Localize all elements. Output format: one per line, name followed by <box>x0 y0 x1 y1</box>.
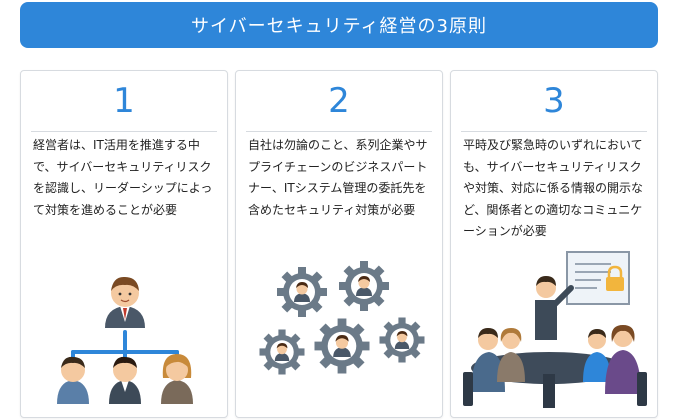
gear-icon <box>314 318 370 374</box>
member-person-icon <box>161 354 193 404</box>
member-person-icon <box>57 356 89 404</box>
member-person-icon <box>109 356 141 404</box>
attendee-person-icon <box>471 328 505 392</box>
divider <box>461 131 647 132</box>
leader-hierarchy-illustration <box>57 276 193 404</box>
attendee-person-icon <box>583 329 611 382</box>
meeting-presentation-illustration <box>463 251 647 408</box>
attendee-person-icon <box>497 328 525 382</box>
principle-text: 経営者は、IT活用を推進する中で、サイバーセキュリティリスクを認識し、リーダーシ… <box>33 138 213 217</box>
lock-icon <box>606 265 624 291</box>
page-title: サイバーセキュリティ経営の3原則 <box>190 16 487 37</box>
connected-gears-illustration <box>259 261 425 375</box>
title-banner: サイバーセキュリティ経営の3原則 <box>20 2 658 48</box>
principle-number: 3 <box>543 81 565 121</box>
principle-text: 平時及び緊急時のいずれにおいても、サイバーセキュリティリスクや対策、対応に係る情… <box>463 138 644 238</box>
divider <box>246 131 432 132</box>
principle-number: 1 <box>113 81 135 121</box>
gear-icon <box>259 329 305 375</box>
principle-number: 2 <box>328 81 350 121</box>
principle-card-2: 2 自社は勿論のこと、系列企業やサプライチェーンのビジネスパートナー、ITシステ… <box>235 70 443 418</box>
divider <box>31 131 217 132</box>
principle-card-1: 1 経営者は、IT活用を推進する中で、サイバーセキュリティリスクを認識し、リーダ… <box>20 70 228 418</box>
principle-text: 自社は勿論のこと、系列企業やサプライチェーンのビジネスパートナー、ITシステム管… <box>248 138 428 217</box>
gear-icon <box>339 261 389 311</box>
attendee-person-icon <box>605 325 641 394</box>
principle-card-3: 3 平時及び緊急時のいずれにおいても、サイバーセキュリティリスクや対策、対応に係… <box>450 70 658 418</box>
presentation-board-icon <box>566 251 630 305</box>
gear-icon <box>277 267 327 317</box>
leader-person-icon <box>105 276 145 328</box>
gear-icon <box>379 317 425 363</box>
presenter-person-icon <box>535 276 574 340</box>
